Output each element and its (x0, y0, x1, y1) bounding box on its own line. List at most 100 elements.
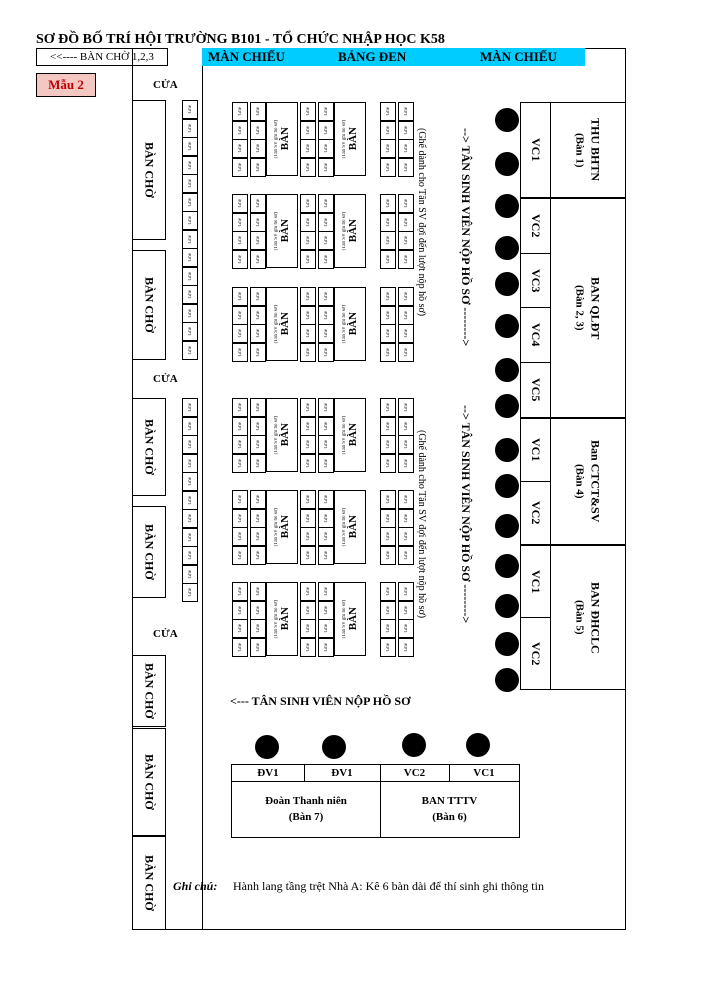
chair-label: Ghế (403, 532, 409, 541)
chair: Ghế (380, 194, 396, 213)
chair-label: Ghế (187, 123, 193, 133)
chair: Ghế (318, 453, 334, 473)
chair: Ghế (300, 249, 316, 269)
chair: Ghế (380, 249, 396, 269)
chair: Ghế (182, 248, 198, 267)
chair-label: Ghế (305, 347, 311, 357)
staff-dot (495, 152, 519, 176)
chair-label: Ghế (403, 458, 409, 468)
chair: Ghế (250, 249, 266, 269)
chair-label: Ghế (187, 290, 193, 299)
chair: Ghế (398, 324, 414, 343)
waiting-table-7: BÀN CHỜ (132, 836, 166, 930)
chair-label: Ghế (255, 550, 261, 560)
chair: Ghế (300, 139, 316, 158)
chair: Ghế (182, 100, 198, 119)
chair: Ghế (250, 102, 266, 121)
reserved-note-text: (Ghế dành cho Tân SV đợi đến lượt nộp hồ… (416, 430, 427, 619)
chair: Ghế (300, 600, 316, 620)
desk-slot: VC1 (521, 419, 551, 482)
flow-label-text: --> TÂN SINH VIÊN NỘP HỒ SƠ --------> (459, 405, 473, 624)
chair: Ghế (398, 545, 414, 565)
chair-label: Ghế (385, 440, 391, 449)
chair-label: Ghế (403, 605, 409, 615)
chair: Ghế (250, 398, 266, 417)
chair: Ghế (380, 398, 396, 417)
chair-label: Ghế (385, 107, 391, 116)
waiting-table-label: BÀN CHỜ (142, 663, 157, 719)
chair-label: Ghế (385, 125, 391, 135)
chair-label: Ghế (305, 310, 311, 320)
chair-label: Ghế (237, 347, 243, 357)
table-label: BÀN (346, 219, 359, 243)
table-label: BÀN (346, 312, 359, 336)
chair-label: Ghế (187, 421, 193, 431)
chair-label: Ghế (255, 310, 261, 320)
chair: Ghế (250, 416, 266, 436)
chair: Ghế (232, 582, 248, 601)
chair-label: Ghế (237, 144, 243, 153)
chair-label: Ghế (403, 440, 409, 449)
desk-name: Ban CTCT&SV (588, 440, 603, 523)
chair: Ghế (318, 194, 334, 213)
chair: Ghế (182, 285, 198, 304)
chair-label: Ghế (237, 605, 243, 615)
chair-label: Ghế (403, 199, 409, 208)
chair: Ghế (182, 118, 198, 138)
flow-label-text: --> TÂN SINH VIÊN NỘP HỒ SƠ --------> (459, 128, 473, 347)
chair: Ghế (250, 619, 266, 638)
chair: Ghế (250, 120, 266, 140)
chair-label: Ghế (305, 532, 311, 541)
desk-slot: VC5 (521, 362, 551, 417)
chair: Ghế (250, 600, 266, 620)
staff-dot (495, 514, 519, 538)
screen-left-label: MÀN CHIẾU (208, 49, 285, 64)
chair: Ghế (300, 194, 316, 213)
chair: Ghế (182, 564, 198, 584)
chair-label: Ghế (305, 199, 311, 208)
screen-right-label: MÀN CHIẾU (480, 49, 557, 64)
chair: Ghế (318, 508, 334, 528)
chair-label: Ghế (323, 513, 329, 523)
chair-label: Ghế (237, 329, 243, 338)
chair-label: Ghế (255, 125, 261, 135)
chair-label: Ghế (255, 458, 261, 468)
writing-table: BÀN(Tân SV ghi hồ sơ) (334, 398, 366, 472)
chair: Ghế (318, 637, 334, 657)
chair-label: Ghế (323, 458, 329, 468)
chair-label: Ghế (237, 254, 243, 264)
chair-label: Ghế (255, 532, 261, 541)
waiting-table-5: BÀN CHỜ (132, 655, 166, 727)
chair: Ghế (300, 231, 316, 250)
chair: Ghế (232, 453, 248, 473)
chair-label: Ghế (187, 234, 193, 244)
table-note: (Tân SV ghi hồ sơ) (341, 211, 347, 251)
chair: Ghế (232, 508, 248, 528)
chair-label: Ghế (385, 605, 391, 615)
chair: Ghế (380, 453, 396, 473)
door-label-2: CỬA (153, 373, 178, 385)
chair-label: Ghế (403, 329, 409, 338)
chair: Ghế (398, 582, 414, 601)
chair: Ghế (300, 102, 316, 121)
chair: Ghế (182, 527, 198, 547)
chair: Ghế (380, 157, 396, 177)
chair-label: Ghế (237, 440, 243, 449)
desk-slot: VC1 (521, 103, 551, 197)
chair-label: Ghế (255, 107, 261, 116)
waiting-table-6: BÀN CHỜ (132, 728, 166, 836)
desk-slot: VC1 (521, 546, 551, 618)
bottom-slot: ĐV1 (331, 767, 353, 779)
door-label-3: CỬA (153, 628, 178, 640)
chair: Ghế (250, 453, 266, 473)
chair: Ghế (232, 120, 248, 140)
chair-label: Ghế (403, 642, 409, 652)
chair: Ghế (182, 340, 198, 360)
desk-sub: (Bàn 5) (573, 600, 586, 635)
table-label: BÀN (278, 515, 291, 539)
waiting-table-1: BÀN CHỜ (132, 100, 166, 240)
chair: Ghế (182, 229, 198, 249)
chair: Ghế (300, 398, 316, 417)
